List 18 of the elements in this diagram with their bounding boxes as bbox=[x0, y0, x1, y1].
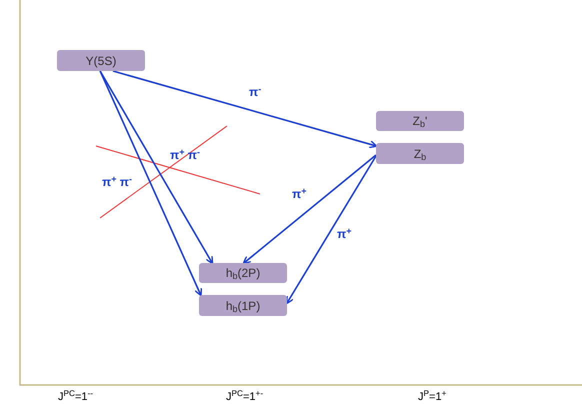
edge-label: π$^{+}$ π$^{-}$ bbox=[102, 176, 132, 188]
arrow bbox=[242, 154, 376, 264]
arrow bbox=[99, 70, 202, 296]
arrow bbox=[112, 70, 378, 148]
state-box: h$_{b}$(2P) bbox=[199, 263, 287, 283]
edge-label: π$^{-}$ bbox=[249, 86, 262, 98]
axis-label: J$^{P}$=1$^{+}$ bbox=[418, 392, 446, 403]
edge-label: π$^{+}$ π$^{-}$ bbox=[170, 149, 200, 161]
axis-label: J$^{PC}$=1$^{--}$ bbox=[58, 392, 94, 403]
axis-label: J$^{PC}$=1$^{+-}$ bbox=[226, 392, 264, 403]
state-box: Z$_{b}$ bbox=[376, 143, 464, 164]
state-box: Υ(5S) bbox=[57, 50, 145, 71]
arrow bbox=[99, 70, 214, 264]
state-box: Z$_{b}$' bbox=[376, 111, 464, 131]
edge-label: π$^{+}$ bbox=[292, 188, 306, 200]
edge-label: π$^{+}$ bbox=[337, 228, 352, 240]
arrow bbox=[286, 156, 377, 304]
state-box: h$_{b}$(1P) bbox=[199, 295, 287, 316]
